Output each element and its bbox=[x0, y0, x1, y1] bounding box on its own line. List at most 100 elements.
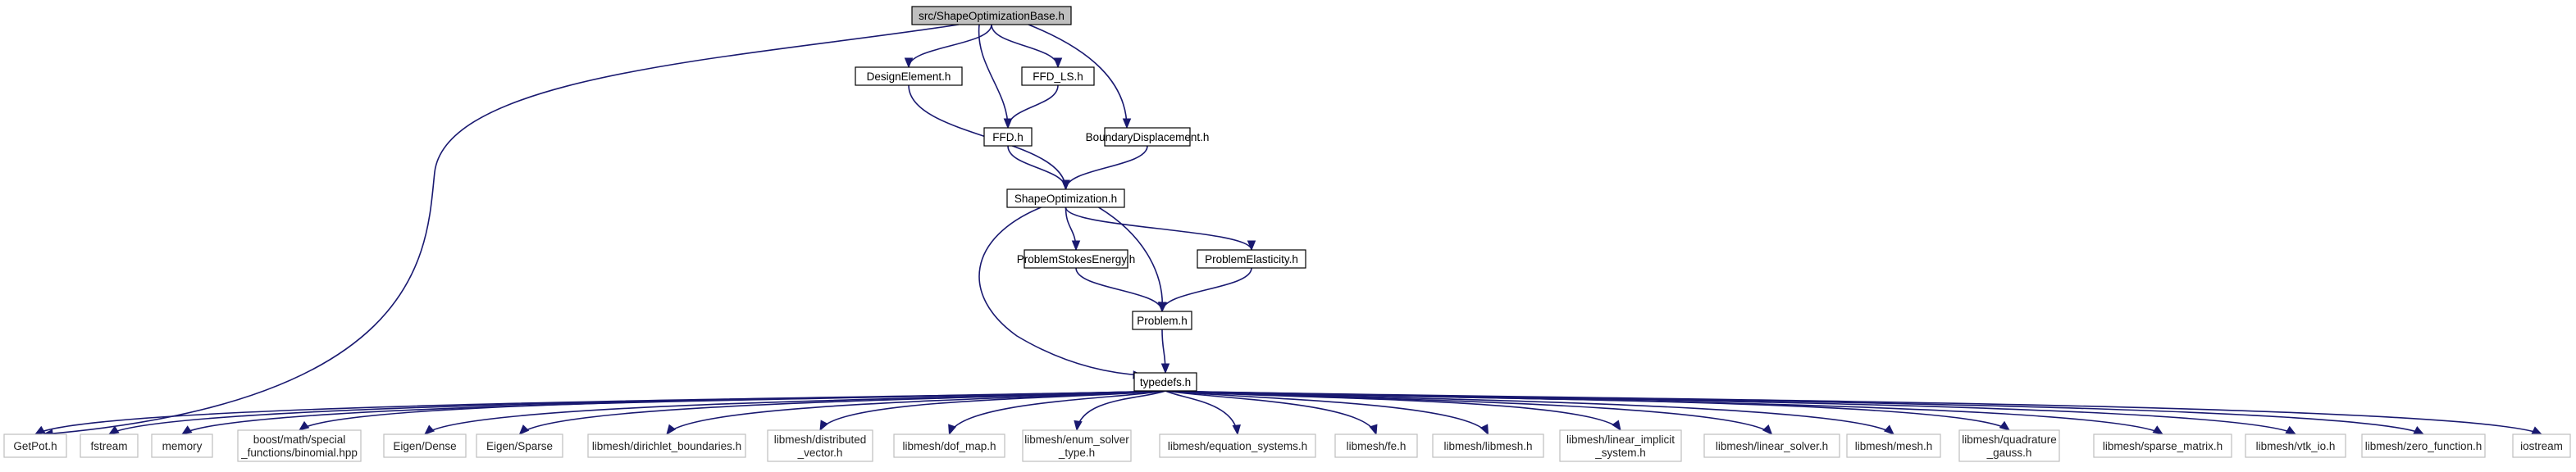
edge-typedefs-to-eigsparse bbox=[518, 390, 1166, 435]
node-label: DesignElement.h bbox=[867, 70, 951, 83]
node-bdisp[interactable]: BoundaryDisplacement.h bbox=[1086, 127, 1210, 147]
edge-ffd-to-shapeopt bbox=[1007, 145, 1070, 191]
edge-line bbox=[1098, 206, 1164, 312]
arrowhead bbox=[1071, 240, 1081, 252]
arrowhead bbox=[948, 424, 957, 436]
node-box bbox=[237, 429, 362, 462]
node-memory: memory bbox=[151, 433, 213, 458]
edge-typedefs-to-binomial bbox=[298, 390, 1166, 431]
node-box bbox=[2093, 433, 2232, 458]
node-label: ProblemElasticity.h bbox=[1205, 253, 1298, 266]
arrowhead bbox=[1122, 118, 1132, 129]
node-box bbox=[476, 433, 563, 458]
node-label: ProblemStokesEnergy.h bbox=[1017, 253, 1136, 266]
node-box bbox=[855, 66, 963, 86]
edge-line bbox=[1075, 267, 1163, 312]
node-label: libmesh/fe.h bbox=[1347, 440, 1407, 452]
node-box bbox=[3, 433, 67, 458]
node-linimp: libmesh/linear_implicit_system.h bbox=[1559, 429, 1682, 462]
node-problem[interactable]: Problem.h bbox=[1132, 311, 1192, 330]
node-box bbox=[1024, 249, 1128, 269]
node-typedefs[interactable]: typedefs.h bbox=[1133, 372, 1197, 392]
edge-root-to-bdisp bbox=[1028, 24, 1132, 129]
node-label: libmesh/equation_systems.h bbox=[1168, 440, 1307, 452]
node-box bbox=[1703, 433, 1840, 458]
node-box bbox=[893, 433, 1005, 458]
node-label: libmesh/dirichlet_boundaries.h bbox=[592, 440, 741, 452]
node-label: libmesh/linear_implicit bbox=[1566, 433, 1675, 446]
node-box bbox=[1432, 433, 1544, 458]
arrowhead bbox=[424, 424, 435, 435]
node-box bbox=[1846, 433, 1941, 458]
edge-line bbox=[1028, 24, 1128, 129]
edge-line bbox=[1007, 84, 1059, 129]
edge-bdisp-to-shapeopt bbox=[1061, 145, 1148, 191]
node-root[interactable]: src/ShapeOptimizationBase.h bbox=[911, 6, 1072, 25]
node-box bbox=[1132, 311, 1192, 330]
edge-stokes-to-problem bbox=[1075, 267, 1167, 313]
edge-typedefs-to-distvec bbox=[819, 390, 1166, 432]
arrowhead bbox=[1762, 424, 1773, 435]
node-label: libmesh/linear_solver.h bbox=[1716, 440, 1828, 452]
arrowhead bbox=[518, 424, 530, 435]
node-box bbox=[1159, 433, 1316, 458]
node-shapeopt[interactable]: ShapeOptimization.h bbox=[1006, 188, 1125, 208]
node-getpot: GetPot.h bbox=[3, 433, 67, 458]
edge-line bbox=[1065, 145, 1148, 190]
node-stokes[interactable]: ProblemStokesEnergy.h bbox=[1017, 249, 1136, 269]
edge-root-to-design bbox=[904, 24, 992, 69]
arrowhead bbox=[1369, 424, 1378, 436]
node-iostream: iostream bbox=[2512, 433, 2571, 458]
node-label: iostream bbox=[2520, 440, 2563, 452]
edge-line bbox=[1165, 390, 1489, 435]
node-label: _type.h bbox=[1058, 447, 1095, 459]
arrowhead bbox=[180, 425, 193, 435]
edge-line bbox=[908, 24, 992, 68]
node-box bbox=[911, 6, 1072, 25]
node-box bbox=[1133, 372, 1197, 392]
edge-line bbox=[1165, 390, 2542, 435]
edge-line bbox=[978, 206, 1143, 376]
node-design[interactable]: DesignElement.h bbox=[855, 66, 963, 86]
node-label: libmesh/sparse_matrix.h bbox=[2103, 440, 2223, 452]
node-binomial: boost/math/special_functions/binomial.hp… bbox=[237, 429, 362, 462]
edge-line bbox=[1161, 267, 1252, 312]
edge-shapeopt-to-stokes bbox=[1065, 206, 1081, 252]
node-label: FFD.h bbox=[992, 131, 1024, 143]
node-quad: libmesh/quadrature_gauss.h bbox=[1958, 429, 2060, 462]
arrowhead bbox=[298, 420, 310, 431]
arrowhead bbox=[1053, 57, 1063, 69]
node-ffdls[interactable]: FFD_LS.h bbox=[1021, 66, 1095, 86]
node-libmesh: libmesh/libmesh.h bbox=[1432, 433, 1544, 458]
node-dirichlet: libmesh/dirichlet_boundaries.h bbox=[587, 433, 746, 458]
edge-typedefs-to-dofmap bbox=[948, 390, 1166, 436]
arrowhead bbox=[2152, 425, 2164, 435]
node-eigsparse: Eigen/Sparse bbox=[476, 433, 563, 458]
edge-line bbox=[978, 24, 1009, 129]
node-box bbox=[1022, 429, 1132, 462]
arrowhead bbox=[1479, 424, 1489, 436]
node-box bbox=[2361, 433, 2486, 458]
arrowhead bbox=[1160, 363, 1170, 374]
node-box bbox=[80, 433, 139, 458]
node-box bbox=[983, 127, 1033, 147]
node-label: _system.h bbox=[1594, 447, 1646, 459]
edge-line bbox=[666, 390, 1166, 435]
node-box bbox=[767, 429, 873, 462]
node-label: Eigen/Sparse bbox=[486, 440, 553, 452]
edge-root-to-ffdls bbox=[991, 24, 1063, 69]
node-ffd[interactable]: FFD.h bbox=[983, 127, 1033, 147]
node-box bbox=[1006, 188, 1125, 208]
edge-line bbox=[1165, 390, 1238, 435]
edge-line bbox=[991, 24, 1059, 68]
node-label: libmesh/dof_map.h bbox=[902, 440, 996, 452]
arrowhead bbox=[2413, 426, 2425, 435]
node-label: _functions/binomial.hpp bbox=[240, 447, 358, 459]
edge-elast-to-problem bbox=[1157, 267, 1252, 313]
edge-shapeopt-to-typedefs bbox=[978, 206, 1144, 379]
node-box bbox=[587, 433, 746, 458]
node-elast[interactable]: ProblemElasticity.h bbox=[1197, 249, 1306, 269]
node-vtk: libmesh/vtk_io.h bbox=[2245, 433, 2346, 458]
node-box bbox=[1958, 429, 2060, 462]
